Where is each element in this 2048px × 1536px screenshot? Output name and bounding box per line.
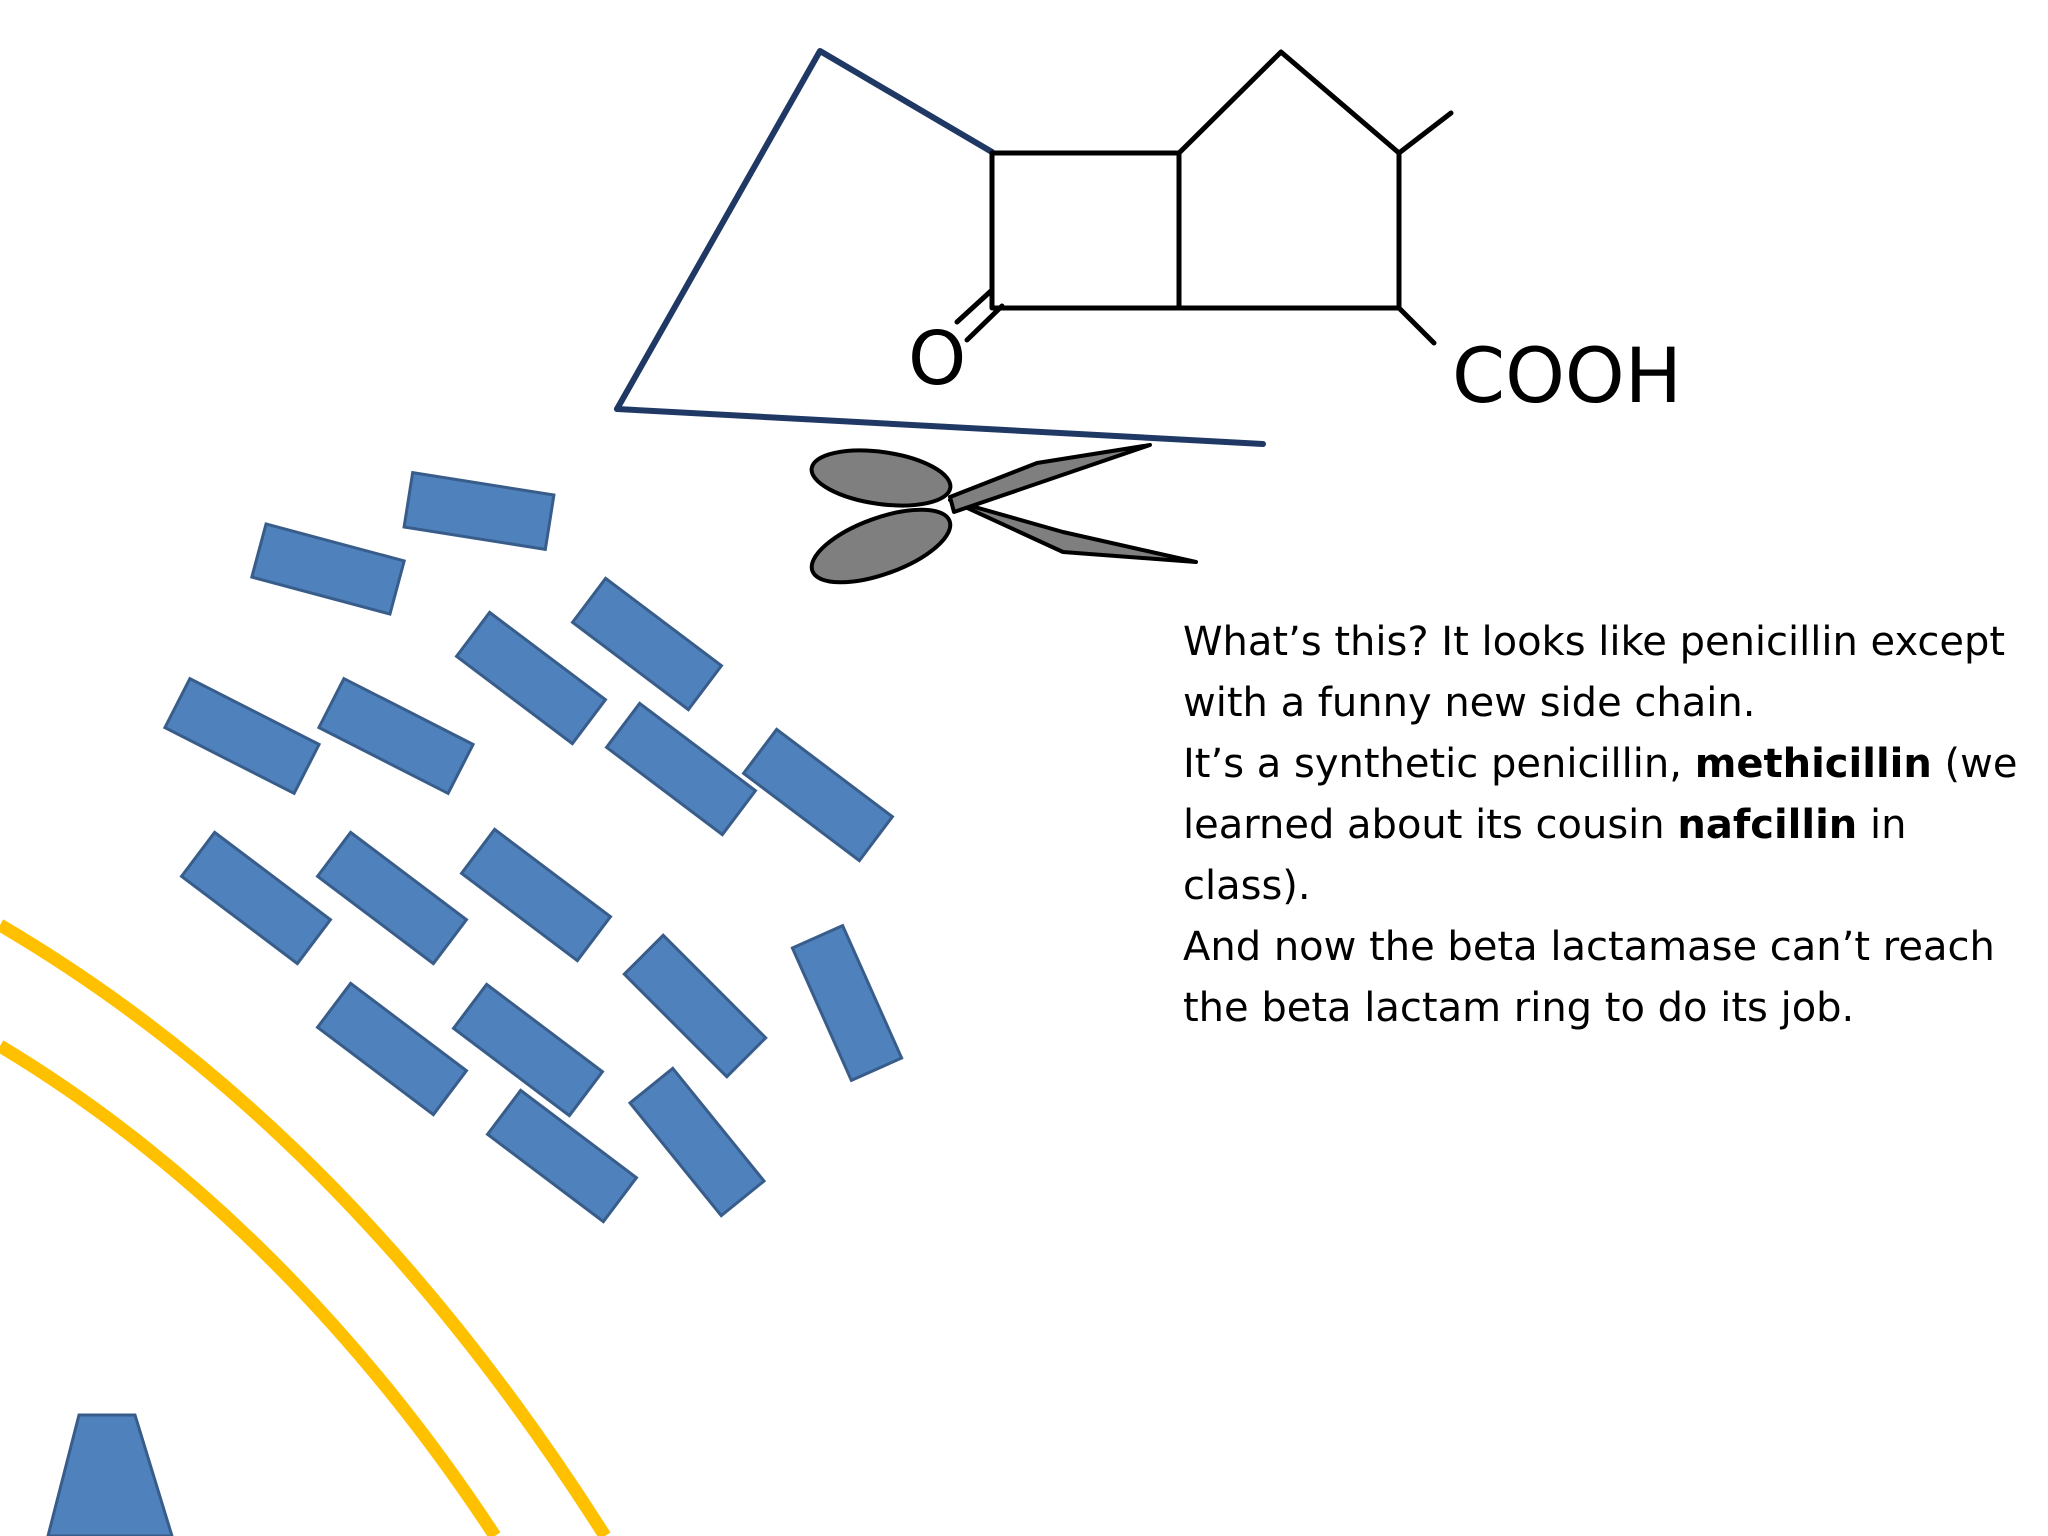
carboxyl-label: COOH: [1452, 331, 1682, 420]
beta-lactamase-enzyme: [179, 830, 333, 966]
cell-membrane-icon: [0, 919, 611, 1536]
nafcillin-term: nafcillin: [1677, 802, 1858, 848]
beta-lactamase-enzyme: [316, 676, 476, 796]
methicillin-term: methicillin: [1694, 741, 1932, 787]
side-chain-cut-line: [614, 406, 1266, 447]
beta-lactamase-enzyme: [162, 676, 322, 796]
carboxyl-bond: [1396, 305, 1437, 346]
methyl-bond: [1396, 110, 1454, 156]
beta-lactamase-enzyme: [741, 727, 895, 863]
beta-lactamase-enzyme: [570, 576, 724, 712]
beta-lactamase-icon: [162, 470, 904, 1224]
beta-lactamase-enzyme: [485, 1088, 639, 1224]
scissors-handle-upper: [809, 448, 953, 508]
paragraph-methicillin: It’s a synthetic penicillin, methicillin…: [1183, 734, 2023, 917]
side-chain-bond: [614, 48, 995, 412]
scissors-blade-lower: [948, 498, 1198, 564]
beta-lactam-ring: [989, 150, 1182, 311]
paragraph-conclusion: And now the beta lactamase can’t reach t…: [1183, 924, 1995, 1031]
beta-lactamase-enzyme: [627, 1066, 767, 1218]
beta-lactamase-enzyme: [315, 981, 469, 1117]
beta-lactamase-enzyme: [454, 610, 608, 746]
beta-lactamase-enzyme: [249, 522, 407, 616]
beta-lactamase-enzyme: [315, 830, 469, 966]
methicillin-intro: It’s a synthetic penicillin,: [1183, 741, 1695, 787]
beta-lactam-molecule: [954, 49, 1454, 346]
cousin-text: (we learned about its cousin: [1183, 741, 2018, 848]
oxygen-label: O: [908, 316, 966, 402]
beta-lactamase-enzyme: [604, 701, 758, 837]
beta-lactamase-enzyme: [459, 827, 613, 963]
explanation-text: What’s this? It looks like penicillin ex…: [1183, 612, 2023, 1039]
carbonyl-bond-a: [954, 287, 995, 325]
thiazolidine-ring: [1176, 49, 1402, 311]
scissors-blade-upper: [948, 443, 1152, 514]
inner-membrane-line: [0, 1040, 501, 1536]
membrane-protein-icon: [46, 1413, 174, 1536]
side-chain: [614, 48, 1266, 447]
beta-lactamase-enzyme: [402, 470, 556, 552]
beta-lactamase-enzyme: [622, 933, 768, 1079]
beta-lactamase-enzyme: [790, 923, 904, 1083]
class-text: in class).: [1183, 802, 1907, 909]
carbonyl-bond-b: [964, 303, 1005, 343]
paragraph-question: What’s this? It looks like penicillin ex…: [1183, 619, 2006, 726]
scissors-icon: [809, 443, 1198, 585]
beta-lactamase-enzyme: [451, 982, 605, 1118]
outer-membrane-line: [0, 919, 611, 1536]
scissors-handle-lower: [809, 507, 953, 585]
